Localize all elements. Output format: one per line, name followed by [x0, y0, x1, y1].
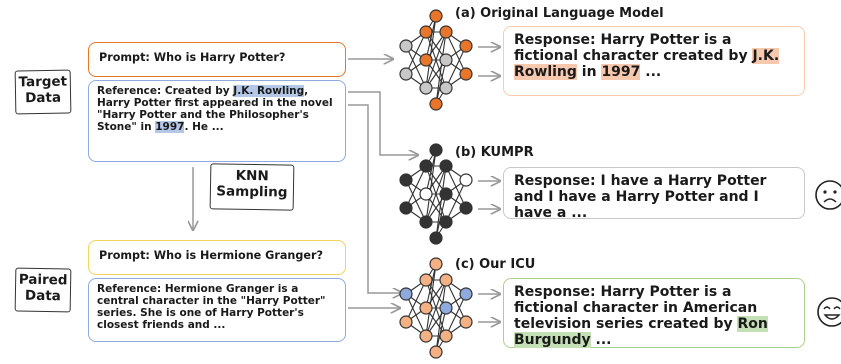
network-edge	[405, 165, 427, 209]
ref-text-after: . He ...	[184, 121, 224, 133]
panel-a-title: (a) Original Language Model	[455, 6, 664, 21]
network-node	[419, 81, 433, 95]
network-edge	[445, 179, 467, 223]
network-node	[439, 215, 453, 229]
network-node	[459, 39, 473, 53]
network-node	[439, 301, 453, 315]
network-edge	[435, 59, 447, 105]
network-node	[399, 173, 413, 187]
network-edge	[435, 165, 447, 239]
network-node	[459, 315, 473, 329]
network-node	[439, 53, 453, 67]
network-node	[399, 201, 413, 215]
network-node	[419, 301, 433, 315]
neural-network-icon	[399, 143, 473, 245]
network-edge	[425, 149, 437, 223]
network-edge	[425, 165, 447, 223]
network-node	[399, 39, 413, 53]
panel-c-title: (c) Our ICU	[455, 257, 536, 272]
network-node	[419, 215, 433, 229]
sad-face-icon	[815, 180, 841, 210]
network-node	[399, 287, 413, 301]
network-node	[439, 273, 453, 287]
network-node	[419, 187, 433, 201]
network-edge	[425, 149, 437, 195]
neural-network-icon	[399, 9, 473, 111]
response-c-text-end: ...	[590, 332, 612, 348]
network-node	[429, 231, 443, 245]
network-node	[439, 187, 453, 201]
network-edge	[435, 31, 447, 105]
network-node	[429, 345, 443, 359]
network-node	[429, 257, 443, 271]
network-edge	[425, 15, 437, 89]
network-edge	[435, 279, 447, 353]
response-a-text-mid: in	[576, 64, 602, 80]
response-a-text-end: ...	[640, 64, 662, 80]
neural-network-icon	[399, 257, 473, 359]
network-edge	[425, 263, 437, 309]
network-node	[439, 81, 453, 95]
ref-text-mid: , Harry Potter first appeared in the nov…	[97, 85, 333, 133]
ref-text-before: Reference: Created by	[97, 85, 234, 97]
network-node	[429, 143, 443, 157]
network-edge	[425, 279, 447, 337]
network-node	[459, 67, 473, 81]
paired-reference-box: Reference: Hermione Granger is a central…	[88, 278, 346, 342]
response-c-text: Response: Harry Potter is a fictional ch…	[514, 284, 758, 332]
ref-highlight-author: J.K. Rowling	[233, 85, 305, 97]
arrow-icon	[348, 91, 418, 155]
network-node	[439, 25, 453, 39]
arrow-icon	[348, 104, 402, 293]
panel-b-title: (b) KUMPR	[455, 145, 534, 160]
network-node	[459, 173, 473, 187]
response-a-box: Response: Harry Potter is a fictional ch…	[503, 26, 805, 96]
network-node	[419, 53, 433, 67]
network-node	[459, 287, 473, 301]
arrows-group	[193, 47, 500, 322]
network-node	[429, 97, 443, 111]
network-edge	[425, 263, 437, 337]
paired-prompt-box: Prompt: Who is Hermione Granger?	[88, 240, 346, 275]
network-edge	[405, 31, 427, 75]
response-c-box: Response: Harry Potter is a fictional ch…	[503, 278, 805, 348]
target-reference-box: Reference: Created by J.K. Rowling, Harr…	[88, 80, 346, 162]
network-node	[399, 67, 413, 81]
network-edge	[425, 31, 447, 89]
network-node	[419, 273, 433, 287]
network-edge	[435, 193, 447, 239]
network-node	[419, 329, 433, 343]
network-edge	[405, 279, 427, 323]
network-edge	[445, 45, 467, 89]
network-edge	[425, 15, 437, 61]
network-node	[419, 159, 433, 173]
response-b-box: Response: I have a Harry Potter and I ha…	[503, 167, 805, 221]
network-node	[439, 159, 453, 173]
response-a-highlight-year: 1997	[601, 64, 641, 80]
network-edge	[435, 307, 447, 353]
network-node	[439, 329, 453, 343]
smile-face-icon	[817, 297, 841, 327]
network-node	[459, 201, 473, 215]
network-edge	[445, 293, 467, 337]
target-prompt-box: Prompt: Who is Harry Potter?	[88, 42, 346, 77]
response-a-text: Response: Harry Potter is a fictional ch…	[514, 32, 753, 64]
network-node	[399, 315, 413, 329]
ref-highlight-year: 1997	[155, 121, 185, 133]
network-node	[419, 25, 433, 39]
network-node	[429, 9, 443, 23]
